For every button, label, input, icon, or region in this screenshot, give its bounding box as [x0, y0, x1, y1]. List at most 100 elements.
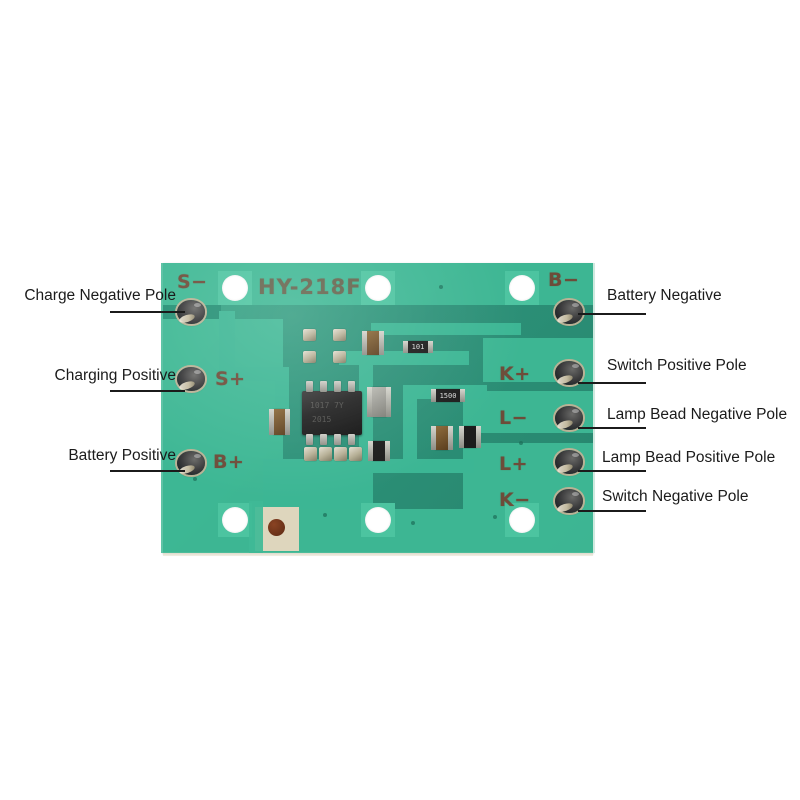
- pad-k-minus[interactable]: [555, 489, 583, 513]
- ic-pin-bottom-3: [334, 434, 341, 445]
- pcb-board: HY-218F S− S+ B+ B− K+ L− L+ K− 1017 7Y …: [161, 263, 595, 556]
- ic-pin-bottom-2: [320, 434, 327, 445]
- resistor-r1: 101: [403, 341, 433, 353]
- ic-pin-bottom-1: [306, 434, 313, 445]
- resistor-terminal-left: [403, 341, 408, 353]
- ic-pad-blob-tl-4: [333, 351, 346, 363]
- resistor-terminal-right: [385, 441, 390, 461]
- leader-lamp-bead-positive-pole: [578, 470, 646, 472]
- trace-mid-horizontal-3: [339, 351, 469, 365]
- component-transistor-mid-a: [431, 426, 453, 450]
- leader-charge-negative-pole: [110, 311, 185, 313]
- ic-pin-top-1: [306, 381, 313, 392]
- silk-s-plus: S+: [215, 368, 246, 390]
- resistor-r3: [368, 441, 390, 461]
- mounting-hole-bottom-1: [222, 507, 248, 533]
- leader-switch-positive-pole: [578, 382, 646, 384]
- callout-battery-negative: Battery Negative: [607, 287, 722, 304]
- ic-pad-blob-tl-3: [303, 351, 316, 363]
- component-terminal-left: [431, 426, 436, 450]
- component-inductor-top: [362, 331, 384, 355]
- resistor-terminal-right: [428, 341, 433, 353]
- via-2: [323, 513, 327, 517]
- callout-battery-positive: Battery Positive: [68, 447, 176, 464]
- resistor-terminal-right: [460, 389, 465, 402]
- board-edge-left: [161, 263, 163, 553]
- mounting-hole-top-3: [509, 275, 535, 301]
- test-pad-hole: [268, 519, 285, 536]
- component-terminal-right: [379, 331, 384, 355]
- mounting-hole-bottom-3: [509, 507, 535, 533]
- resistor-terminal-left: [431, 389, 436, 402]
- callout-lamp-bead-negative-pole: Lamp Bead Negative Pole: [607, 406, 788, 423]
- mounting-hole-top-2: [365, 275, 391, 301]
- resistor-r1-code: 101: [411, 343, 425, 351]
- component-terminal-right: [285, 409, 290, 435]
- ic-pin-top-3: [334, 381, 341, 392]
- silk-b-minus: B−: [548, 269, 580, 291]
- pad-l-minus[interactable]: [555, 406, 583, 430]
- ic-pad-blob-bl-4: [349, 447, 362, 461]
- ic-pad-blob-tl-2: [333, 329, 346, 341]
- callout-charge-negative-pole: Charge Negative Pole: [24, 287, 176, 304]
- ic-pad-blob-tl-1: [303, 329, 316, 341]
- copper-pour-around-test-pad: [249, 501, 263, 553]
- silk-l-minus: L−: [499, 407, 529, 429]
- leader-battery-negative: [578, 313, 646, 315]
- trace-mid-horizontal-1: [359, 459, 474, 473]
- component-terminal-left: [459, 426, 464, 448]
- pad-s-plus[interactable]: [177, 367, 205, 391]
- silk-part-number: HY-218F: [258, 275, 362, 299]
- pad-b-minus[interactable]: [555, 300, 583, 324]
- leader-battery-positive: [110, 470, 185, 472]
- board-edge-bottom: [163, 552, 593, 556]
- trace-s-plus-horizontal: [219, 367, 289, 381]
- via-3: [411, 521, 415, 525]
- board-edge-right: [593, 263, 595, 553]
- ic-pad-blob-bl-2: [319, 447, 332, 461]
- trace-ic-bottom-pour: [263, 459, 373, 509]
- ic-marking-line1: 1017 7Y: [310, 401, 344, 410]
- silk-k-minus: K−: [499, 489, 531, 511]
- ic-pin-bottom-4: [348, 434, 355, 445]
- via-4: [493, 515, 497, 519]
- component-terminal-left: [269, 409, 274, 435]
- component-terminal-right: [476, 426, 481, 448]
- pad-s-minus[interactable]: [177, 300, 205, 324]
- trace-top-right-feed: [371, 323, 521, 335]
- ic-pad-blob-bl-3: [334, 447, 347, 461]
- trace-mid-vertical-2: [403, 385, 417, 461]
- pad-k-plus[interactable]: [555, 361, 583, 385]
- callout-charging-positive: Charging Positive: [54, 367, 176, 384]
- ic-soic8: 1017 7Y 2015: [302, 391, 362, 435]
- component-terminal-right: [386, 387, 391, 417]
- leader-lamp-bead-negative-pole: [578, 427, 646, 429]
- leader-switch-negative-pole: [578, 510, 646, 512]
- trace-s-plus-to-ic: [219, 311, 235, 381]
- ic-pin-top-4: [348, 381, 355, 392]
- mounting-hole-top-1: [222, 275, 248, 301]
- component-transistor-mid-b: [459, 426, 481, 448]
- resistor-r2: 1500: [431, 389, 465, 402]
- ic-pin-top-2: [320, 381, 327, 392]
- component-led-mid: [367, 387, 391, 417]
- component-terminal-right: [448, 426, 453, 450]
- resistor-r2-code: 1500: [439, 391, 457, 400]
- component-terminal-left: [367, 387, 372, 417]
- component-transistor-left: [269, 409, 290, 435]
- callout-lamp-bead-positive-pole: Lamp Bead Positive Pole: [602, 449, 776, 466]
- mounting-hole-bottom-2: [365, 507, 391, 533]
- silk-k-plus: K+: [499, 363, 531, 385]
- leader-charging-positive: [110, 390, 185, 392]
- trace-ic-left-feed: [275, 367, 289, 417]
- callout-switch-negative-pole: Switch Negative Pole: [602, 488, 749, 505]
- via-6: [519, 441, 523, 445]
- ic-pad-blob-bl-1: [304, 447, 317, 461]
- via-1: [193, 477, 197, 481]
- silk-l-plus: L+: [499, 453, 529, 475]
- component-terminal-left: [362, 331, 367, 355]
- silk-b-plus: B+: [213, 451, 245, 473]
- silk-s-minus: S−: [177, 271, 208, 293]
- callout-switch-positive-pole: Switch Positive Pole: [607, 357, 747, 374]
